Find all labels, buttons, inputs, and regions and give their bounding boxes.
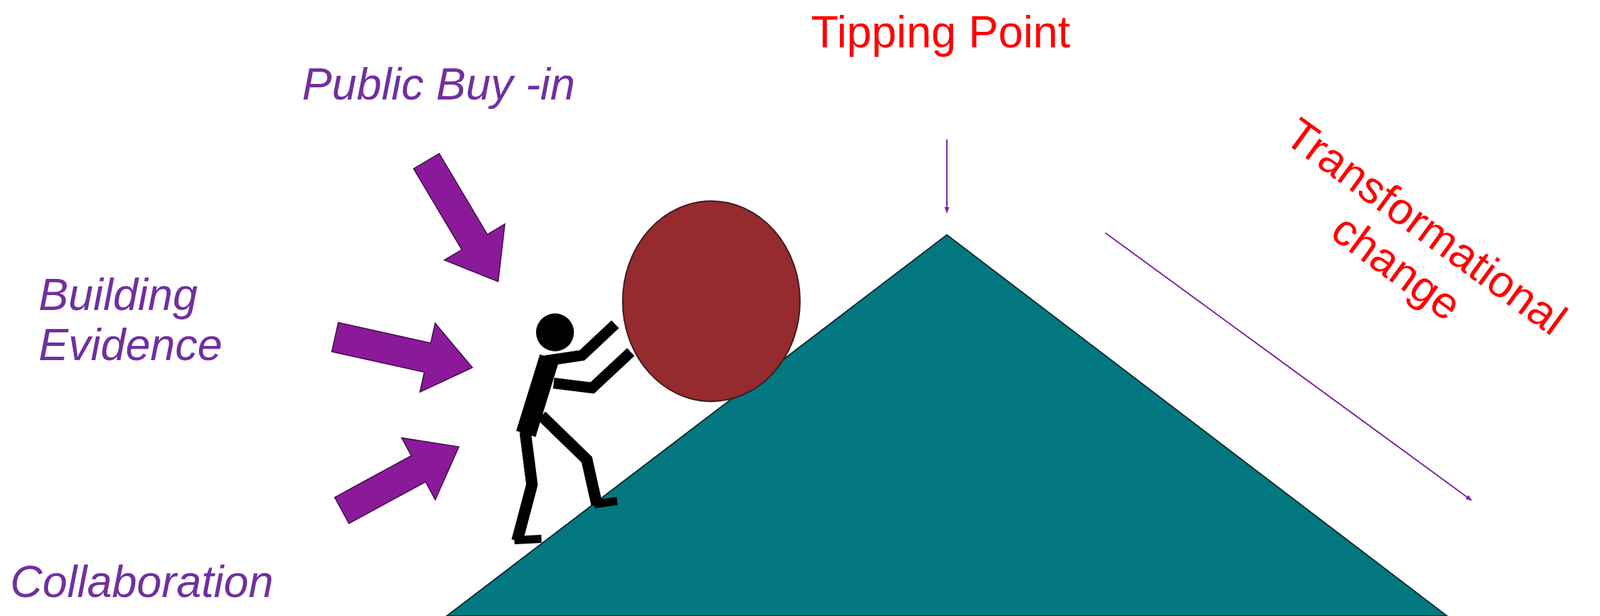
mountain: [446, 234, 1448, 616]
transformational-change-label: Transformational change: [1239, 102, 1584, 391]
figure-leg: [541, 415, 597, 505]
figure-head: [536, 313, 574, 352]
collaboration-label: Collaboration: [10, 557, 274, 608]
figure-arm: [545, 324, 616, 361]
boulder: [622, 201, 800, 402]
force-arrow: [335, 437, 460, 524]
stick-figure: [514, 313, 631, 541]
force-arrow: [413, 153, 505, 282]
figure-foot: [594, 500, 618, 505]
force-arrow: [331, 322, 473, 393]
figure-arm: [553, 351, 631, 388]
building-evidence-label: Building Evidence: [38, 270, 262, 371]
figure-leg: [517, 431, 532, 541]
figure-foot: [514, 538, 542, 541]
tipping-arrow: [946, 139, 948, 213]
public-buy-in-label: Public Buy -in: [301, 59, 576, 110]
tipping-point-label: Tipping Point: [811, 7, 1071, 58]
force-arrows: [331, 153, 505, 524]
